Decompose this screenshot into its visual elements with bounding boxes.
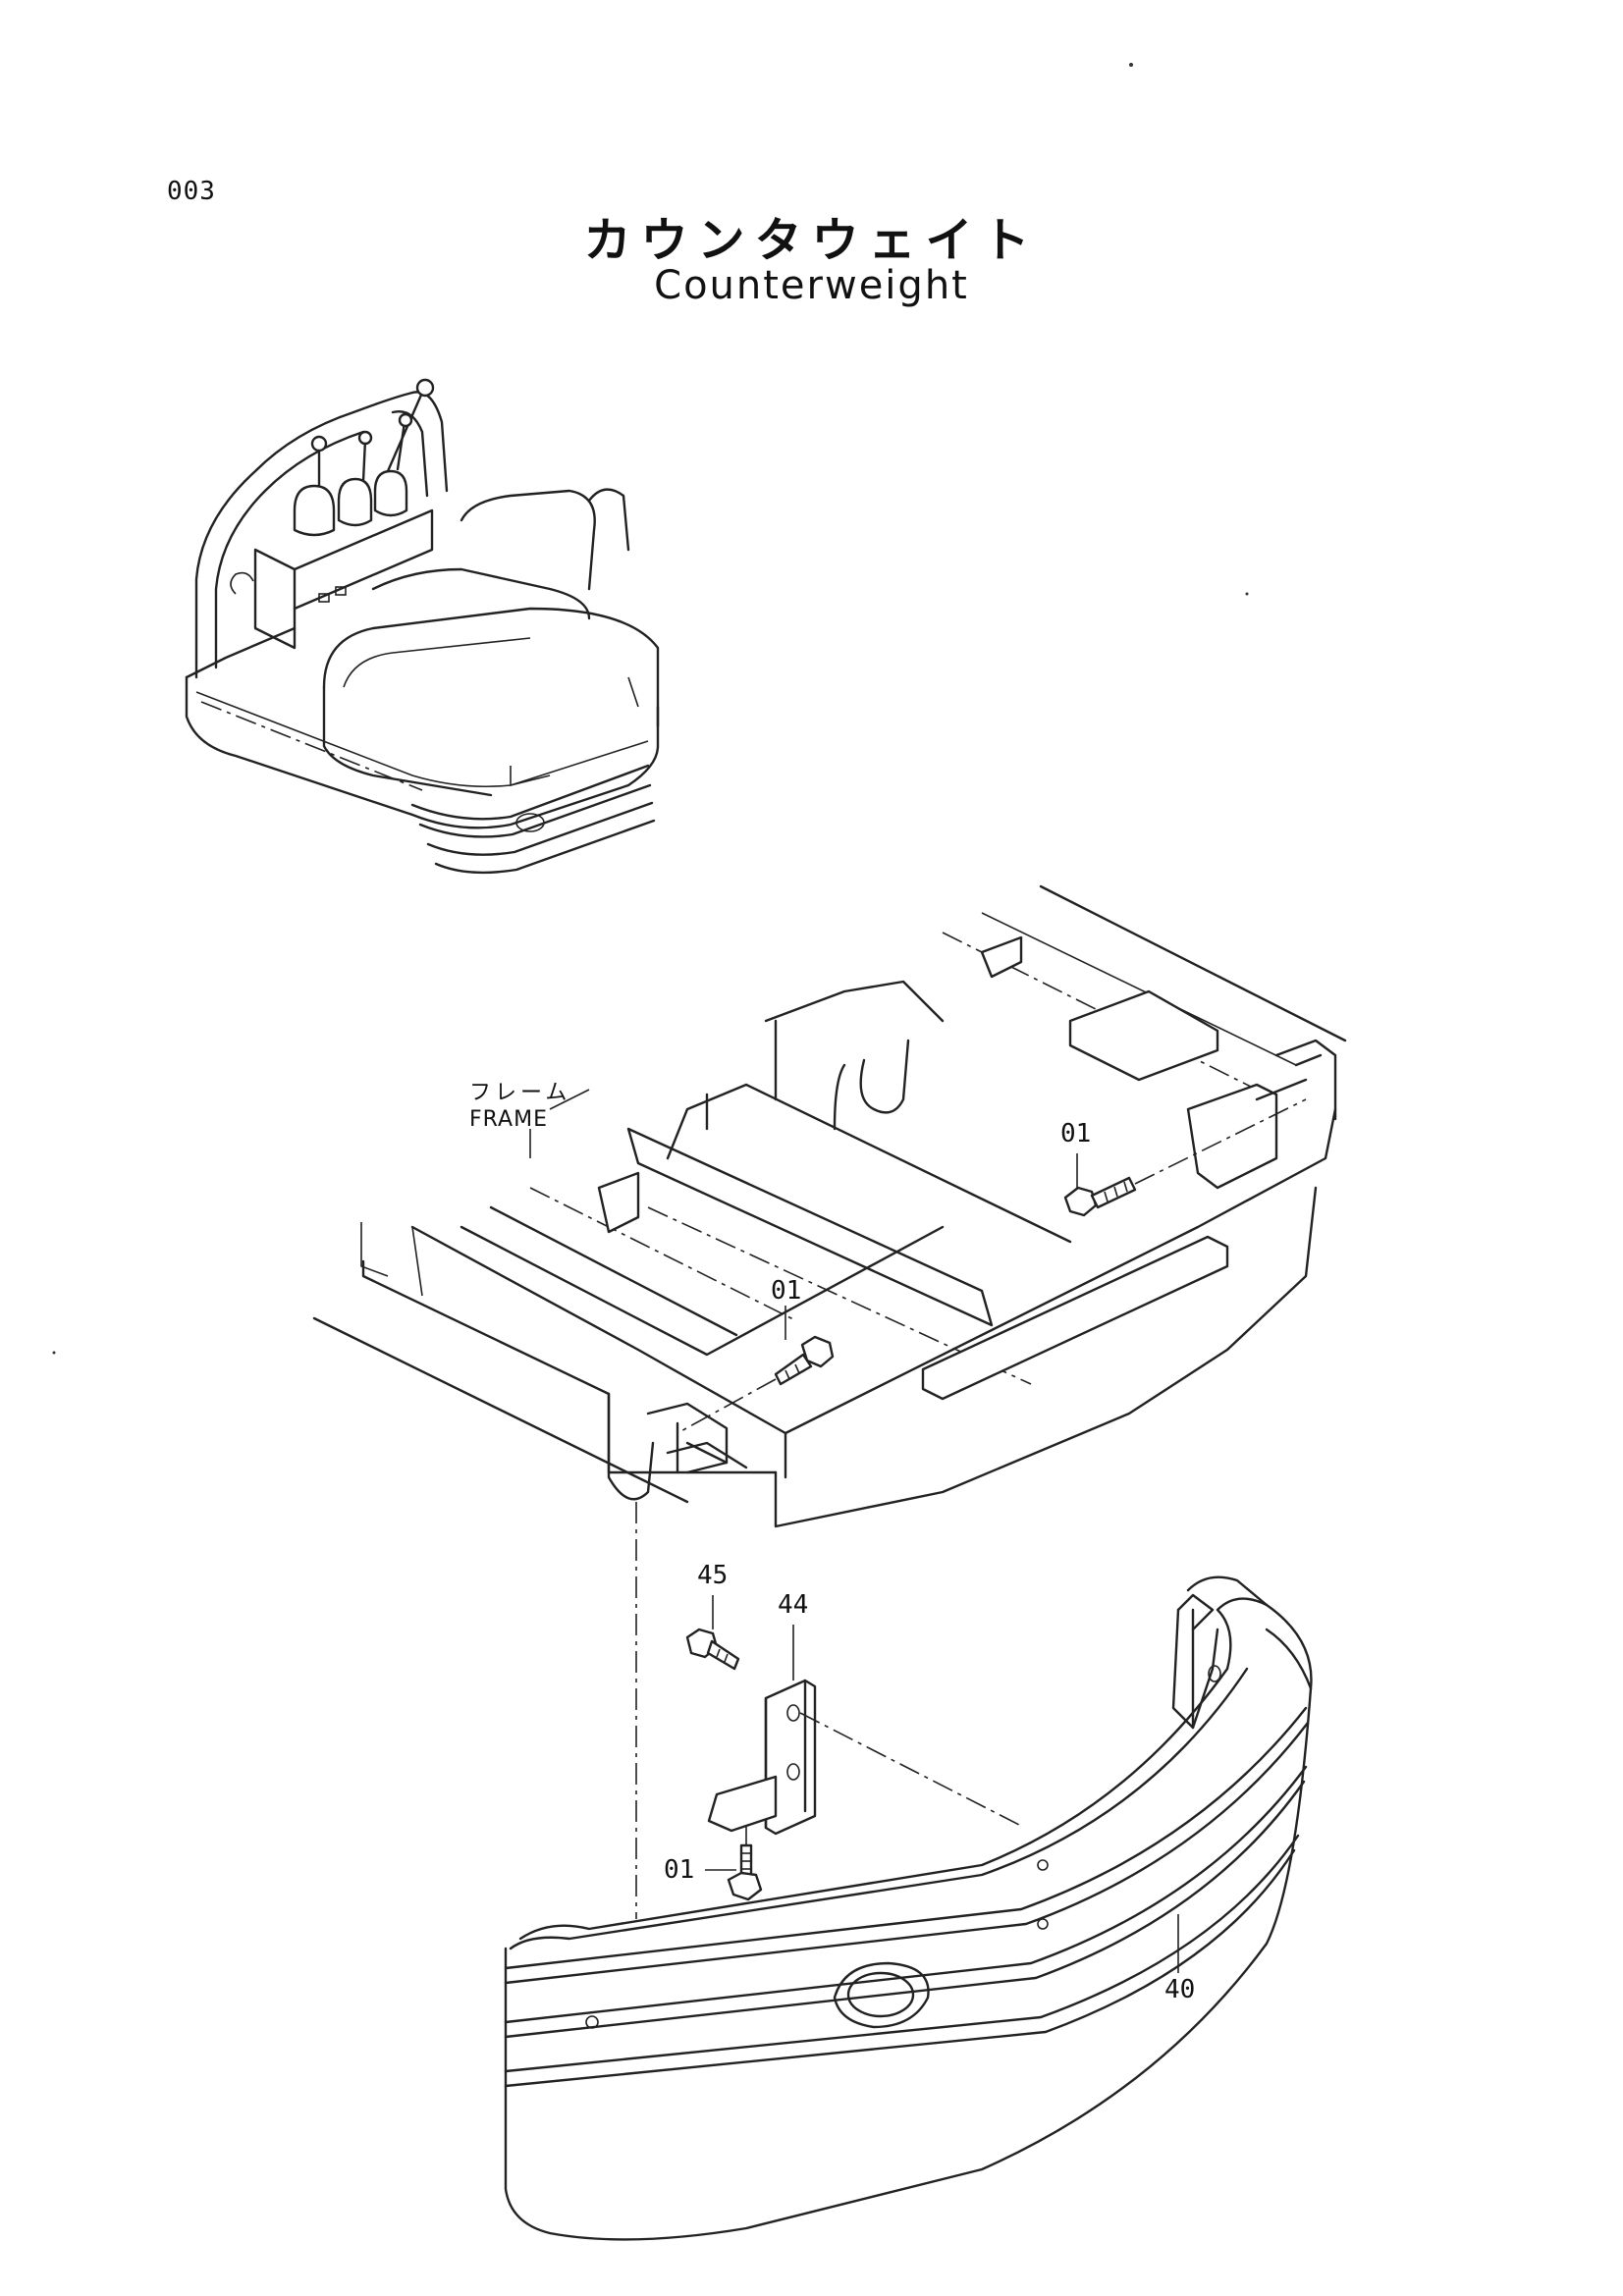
frame-bolt-right	[1063, 1098, 1307, 1217]
frame-label-japanese: フレーム	[469, 1081, 571, 1105]
callout-bolt-bracket-upper: 45	[697, 1561, 729, 1590]
frame-bolt-left	[676, 1306, 835, 1434]
callout-bolt-frame-right: 01	[1060, 1119, 1092, 1148]
callout-bracket: 44	[778, 1590, 809, 1620]
callout-counterweight: 40	[1164, 1975, 1196, 2004]
page-number: 003	[167, 177, 216, 206]
page-title-japanese: カウンタウェイト	[583, 213, 1040, 268]
callout-bolt-bracket-lower: 01	[664, 1855, 695, 1885]
scan-dot	[1245, 592, 1249, 596]
machine-overview-illustration	[185, 378, 660, 875]
counterweight	[504, 1575, 1313, 2241]
scan-dot	[1129, 63, 1133, 67]
frame-label-english: FRAME	[469, 1107, 548, 1132]
scan-dot	[52, 1351, 56, 1355]
bracket-assembly	[685, 1595, 1022, 1901]
page-title-english: Counterweight	[654, 263, 969, 308]
callout-bolt-frame-left: 01	[771, 1276, 802, 1306]
frame-structure	[312, 884, 1347, 1528]
